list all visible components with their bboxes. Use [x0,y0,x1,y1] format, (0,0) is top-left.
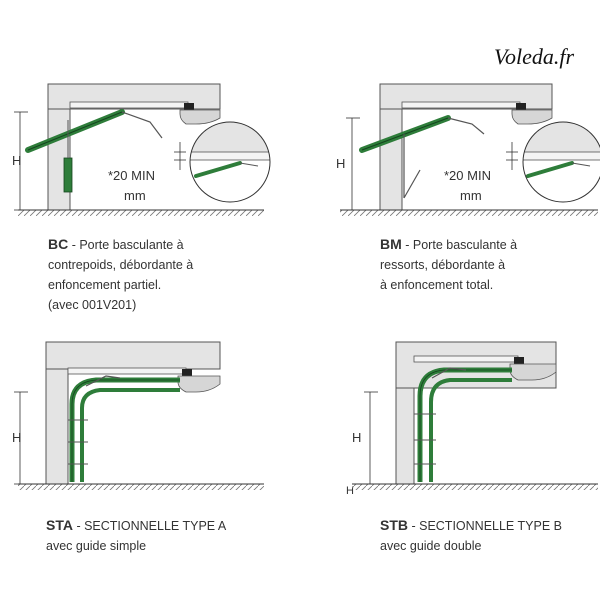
motor [509,363,557,381]
height-label: H [12,430,21,445]
ground-hatch [340,210,598,216]
caption-sta: STA - SECTIONNELLE TYPE A avec guide sim… [46,515,226,556]
caption-line: contrepoids, débordante à [48,258,194,272]
motor-head [516,103,526,110]
rail [69,101,189,109]
caption-line: (avec 001V201) [48,298,137,312]
ground-hatch [352,484,598,490]
ground-hatch [18,484,264,490]
detail-zoom-circle [522,121,600,203]
spring [403,134,421,199]
detail-zoom-circle [189,121,271,203]
diagram-stb: H H [346,341,598,497]
min-gap-label: *20 MIN [444,168,491,183]
wall-pillar [395,387,415,485]
motor [177,375,221,393]
height-label: H [12,153,21,168]
rail [401,101,521,109]
arm [431,367,467,379]
unit-label: mm [460,188,482,203]
motor-head [514,357,524,364]
caption-code: STB [380,517,408,533]
caption-line: - SECTIONNELLE TYPE B [408,519,562,533]
motor [511,109,553,125]
motor-head [182,369,192,376]
arm [447,117,485,135]
min-gap-label: *20 MIN [108,168,155,183]
wall-pillar [379,108,403,211]
caption-line: avec guide double [380,539,482,553]
motor-head [184,103,194,110]
height-label: H [336,156,345,171]
caption-line: - SECTIONNELLE TYPE A [72,519,227,533]
diagram-bm: H *20 MIN mm [336,83,600,216]
rail [67,367,187,375]
rail [413,355,519,363]
caption-stb: STB - SECTIONNELLE TYPE B avec guide dou… [380,515,562,556]
height-label: H [352,430,361,445]
ground-hatch [18,210,264,216]
motor [179,109,221,125]
caption-line: enfoncement partiel. [48,278,162,292]
caption-code: BC [48,236,69,252]
height-label-small: H [346,485,354,497]
wall-lintel [45,341,221,370]
arm [121,111,163,139]
caption-bm: BM - Porte basculante à ressorts, débord… [380,234,517,295]
caption-line: ressorts, débordante à [380,258,506,272]
unit-label: mm [124,188,146,203]
caption-line: à enfoncement total. [380,278,494,292]
caption-code: STA [46,517,73,533]
diagram-bc: H *20 MIN mm [12,83,271,216]
counterweight [63,157,73,193]
caption-bc: BC - Porte basculante à contrepoids, déb… [48,234,193,315]
wall-pillar [45,368,69,485]
caption-line: - Porte basculante à [68,238,184,252]
diagram-sta: H [12,341,264,490]
brand-logo: Voleda.fr [494,44,575,69]
arm [85,375,121,387]
caption-code: BM [380,236,402,252]
caption-line: avec guide simple [46,539,147,553]
caption-line: - Porte basculante à [401,238,518,252]
